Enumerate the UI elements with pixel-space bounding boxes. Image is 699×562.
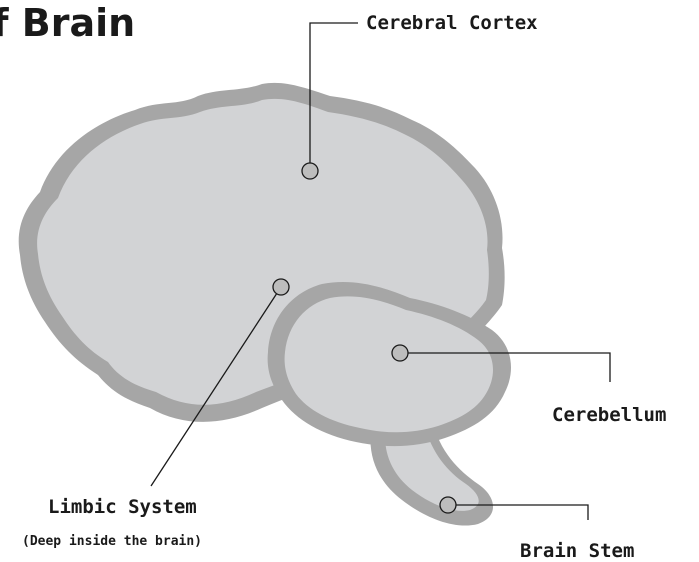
cerebellum-label: Cerebellum [552, 404, 666, 426]
brain-stem-label: Brain Stem [520, 540, 634, 562]
limbic-system-note: (Deep inside the brain) [22, 534, 202, 549]
brain-stem-marker [440, 497, 456, 513]
cerebral-cortex-marker [302, 163, 318, 179]
cerebellum-marker [392, 345, 408, 361]
cerebral-cortex-label: Cerebral Cortex [366, 12, 538, 34]
limbic-system-marker [273, 279, 289, 295]
diagram-title: f Brain [0, 1, 135, 45]
limbic-system-label: Limbic System [48, 496, 197, 518]
